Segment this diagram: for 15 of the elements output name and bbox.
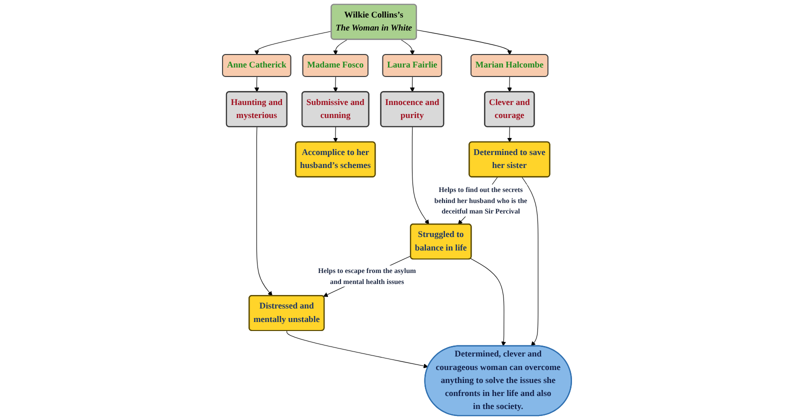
arrow — [416, 30, 512, 56]
arrow — [256, 126, 272, 296]
arrow — [507, 126, 512, 142]
arrow — [333, 126, 338, 142]
arrow — [286, 330, 428, 368]
arrow — [412, 126, 430, 225]
arrow — [254, 30, 332, 56]
arrow — [507, 76, 512, 92]
arrow — [333, 39, 348, 56]
arrow — [333, 76, 338, 92]
arrow — [410, 76, 415, 92]
arrow — [522, 176, 538, 346]
arrow — [470, 258, 506, 346]
arrow — [254, 76, 260, 92]
arrow — [400, 39, 415, 56]
